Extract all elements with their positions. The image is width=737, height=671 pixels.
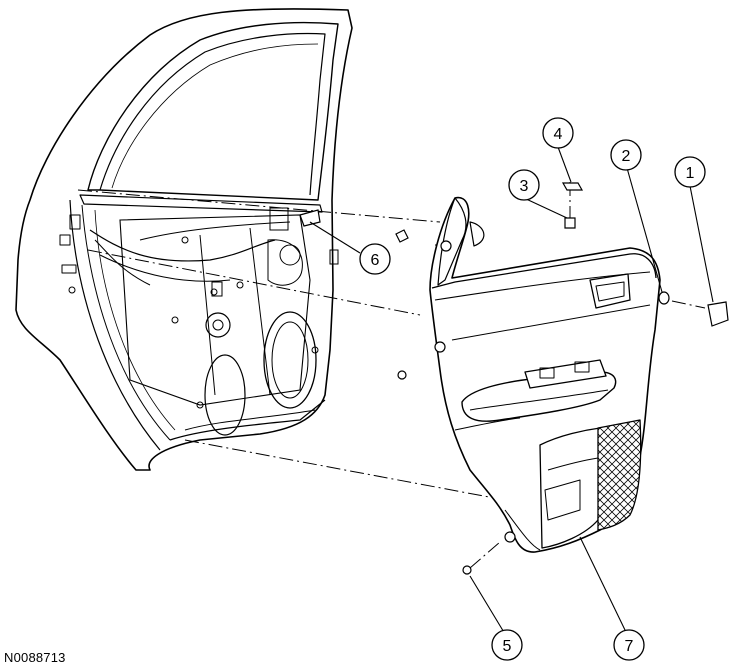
figure-id: N0088713 [4,650,66,665]
trim-cover-1 [707,301,729,327]
callout-6-label: 6 [371,252,380,269]
connector-6 [299,209,321,227]
screw-lower [397,370,407,380]
callout-3-label: 3 [520,178,529,195]
callout-4-label: 4 [554,126,563,143]
callout-7-label: 7 [625,638,634,655]
callout-3: 3 [508,169,540,201]
pushpin-2 [658,291,670,305]
screw-upper [395,229,409,243]
callout-2-label: 2 [622,148,631,165]
callout-1-label: 1 [686,165,695,182]
callout-6: 6 [359,243,391,275]
screw-5 [462,565,472,575]
callout-7: 7 [613,629,645,661]
callout-5-label: 5 [503,638,512,655]
callout-5: 5 [491,629,523,661]
callout-4: 4 [542,117,574,149]
callout-2: 2 [610,139,642,171]
callout-1: 1 [674,156,706,188]
screw-3 [564,217,576,229]
leader-lines [309,146,714,635]
fasteners-and-parts [299,182,729,575]
door-trim-panel [429,196,661,553]
pin-clip-4 [561,182,584,191]
door-inner-panel [15,8,353,471]
